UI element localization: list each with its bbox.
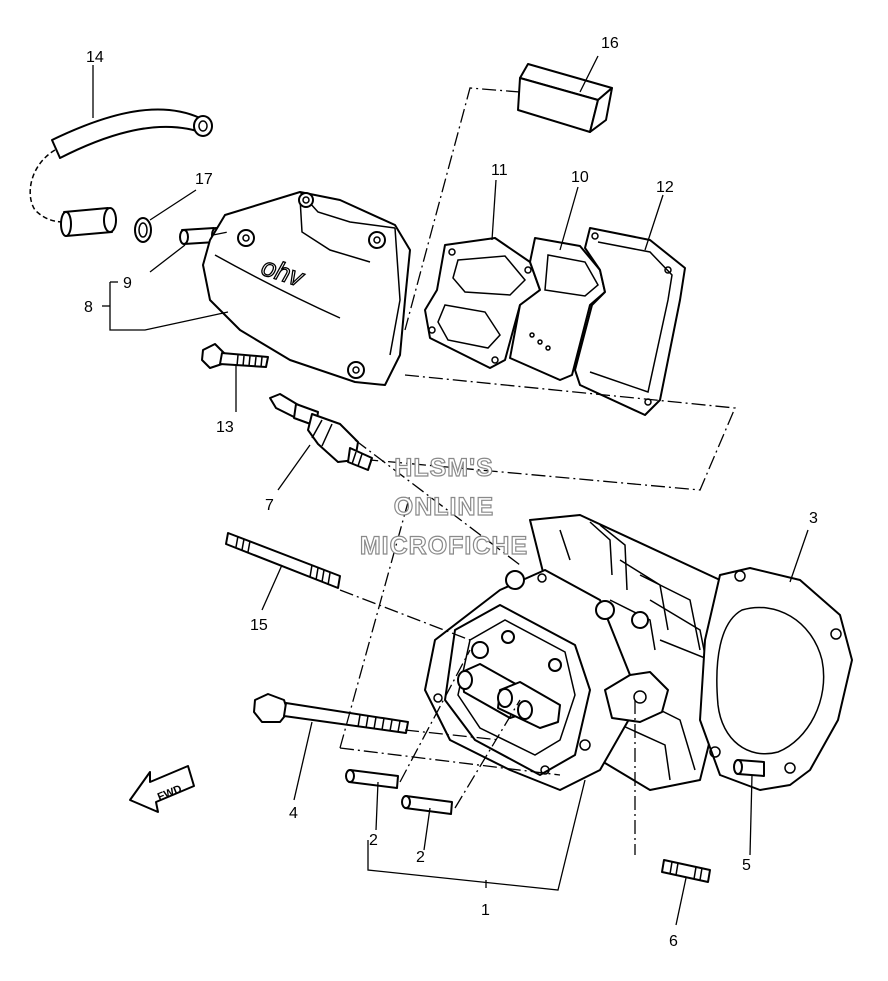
watermark: HLSM'S ONLINE MICROFICHE — [359, 453, 528, 560]
callout-10: 10 — [571, 169, 589, 186]
cover-gasket — [574, 227, 686, 416]
callout-9: 9 — [123, 275, 132, 292]
callout-13: 13 — [216, 419, 234, 436]
callout-2-right: 2 — [416, 849, 425, 866]
callout-15: 15 — [250, 617, 268, 634]
exhaust-stud — [661, 859, 711, 883]
head-gasket — [699, 567, 853, 791]
breather-plate — [424, 237, 541, 369]
guide-pin-left — [345, 769, 399, 789]
cover-bolt — [201, 343, 269, 369]
dowel-pin — [733, 759, 765, 777]
callouts: 14 16 11 10 12 17 9 8 13 7 3 15 4 2 2 5 … — [84, 35, 818, 950]
leader-lines — [92, 55, 809, 926]
callout-4: 4 — [289, 805, 298, 822]
callout-1: 1 — [481, 902, 490, 919]
callout-5: 5 — [742, 857, 751, 874]
head-bolt — [253, 693, 409, 734]
callout-6: 6 — [669, 933, 678, 950]
callout-12: 12 — [656, 179, 674, 196]
guide-pin-right — [401, 795, 453, 815]
callout-8: 8 — [84, 299, 93, 316]
watermark-line-2: ONLINE — [394, 493, 494, 521]
watermark-line-3: MICROFICHE — [360, 532, 528, 560]
stud-bolt — [225, 532, 341, 589]
callout-7: 7 — [265, 497, 274, 514]
breather-hose — [29, 108, 213, 237]
watermark-line-1: HLSM'S — [394, 454, 493, 482]
head-cover: ohv — [202, 191, 411, 386]
callout-3: 3 — [809, 510, 818, 527]
cylinder-head — [424, 514, 741, 791]
callout-2-left: 2 — [369, 832, 378, 849]
callout-17: 17 — [195, 171, 213, 188]
callout-14: 14 — [86, 49, 104, 66]
callout-16: 16 — [601, 35, 619, 52]
filter-element — [517, 63, 613, 133]
callout-11: 11 — [491, 162, 508, 179]
assembly-lines — [212, 87, 736, 855]
forward-arrow-icon: FWD — [129, 765, 195, 813]
hose-clamp — [134, 217, 152, 243]
spark-plug — [269, 393, 373, 471]
